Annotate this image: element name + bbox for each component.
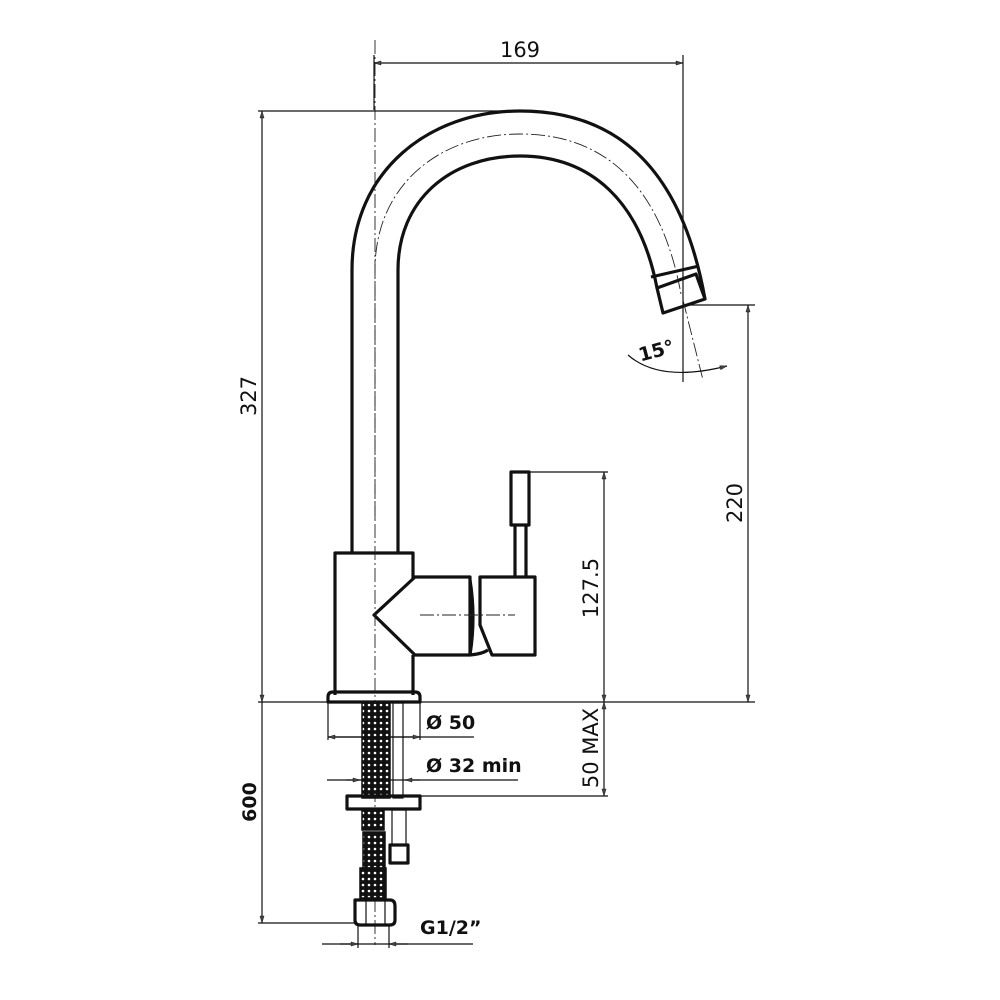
hose-braid-bottom [359,867,387,899]
threaded-rod [392,702,404,799]
body-cylinder [333,551,415,695]
dim-hose-length-label: 600 [239,782,261,822]
dim-outlet-height-label: 220 [723,483,747,523]
dim-thread-label: G1/2” [420,917,481,939]
fixing-washer [345,794,422,811]
hose-braid-upper [361,702,391,799]
fixing-nut [388,843,410,865]
dim-deck-thickness-label: 50 MAX [579,708,603,788]
base-plate [326,690,422,704]
lever-joint [468,579,489,657]
faucet-body [326,40,707,945]
dimensions: 169 327 220 15° 127.5 50 MAX Ø 50 [237,38,755,948]
fixing-rod [391,809,407,846]
dim-angle-label: 15° [636,336,676,367]
aerator-ring [650,264,700,279]
spout-tilt-axis [682,299,704,381]
dim-angle-arc [627,354,728,374]
dim-base-diameter-label: Ø 50 [426,712,475,734]
dim-reach-label: 169 [500,38,540,62]
cartridge-housing [372,575,472,657]
spout-centerline [374,133,682,520]
hose-braid-lower [362,831,386,869]
dim-height-label: 327 [237,376,261,416]
lever-base [478,575,537,657]
spout-inner-line [396,154,659,553]
lever-stem [513,525,528,577]
hose-braid-mid [361,809,385,831]
hose-hex-nut [353,898,397,927]
dim-lever-height-label: 127.5 [579,558,603,618]
lever-handle-top [509,470,531,527]
dim-hole-diameter-label: Ø 32 min [426,755,522,777]
